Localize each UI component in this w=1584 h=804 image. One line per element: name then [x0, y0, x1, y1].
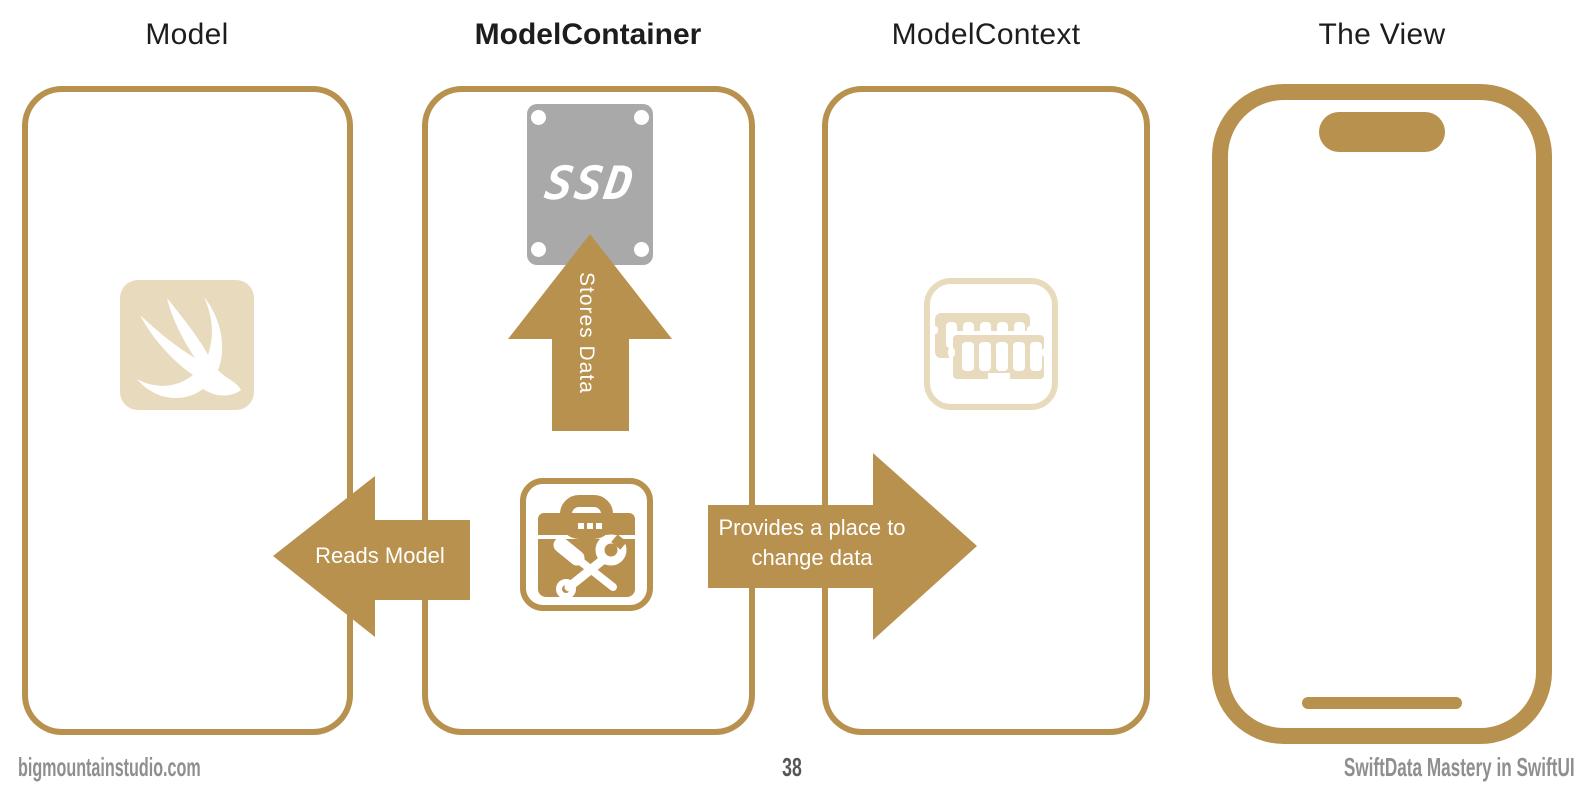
- swift-logo-icon: [120, 280, 254, 410]
- toolbox-icon: [520, 478, 653, 611]
- ssd-screw-icon: [634, 242, 649, 257]
- provides-arrow-icon: [708, 453, 977, 640]
- model-box: [22, 86, 353, 735]
- model-context-box: [822, 86, 1150, 735]
- title-model-container: ModelContainer: [474, 18, 702, 51]
- tools-cross-icon: [553, 534, 627, 599]
- iphone-frame-icon: [1212, 84, 1552, 744]
- title-model-context: ModelContext: [891, 18, 1081, 51]
- reads-model-label: Reads Model: [315, 543, 445, 568]
- stores-data-label: Stores Data: [575, 272, 598, 394]
- provides-label-line1: Provides a place to: [718, 515, 906, 540]
- title-the-view: The View: [1318, 18, 1446, 51]
- footer-book-title: SwiftData Mastery in SwiftUI: [1344, 752, 1575, 782]
- ssd-screw-icon: [531, 242, 546, 257]
- dynamic-island-icon: [1319, 112, 1445, 152]
- home-indicator-icon: [1302, 697, 1462, 709]
- ssd-screw-icon: [634, 110, 649, 125]
- ssd-screw-icon: [531, 110, 546, 125]
- reads-model-arrow-icon: [273, 476, 470, 637]
- page-number: 38: [782, 752, 802, 782]
- stores-data-arrow-icon: [508, 234, 672, 431]
- ssd-label: SSD: [541, 156, 639, 210]
- title-model: Model: [145, 18, 229, 51]
- provides-label-line2: change data: [751, 545, 873, 570]
- footer-site-url: bigmountainstudio.com: [18, 752, 201, 782]
- ram-stick-front-icon: [948, 331, 1049, 383]
- ram-memory-icon: [924, 278, 1058, 410]
- provides-label: Provides a place to change data: [712, 513, 912, 573]
